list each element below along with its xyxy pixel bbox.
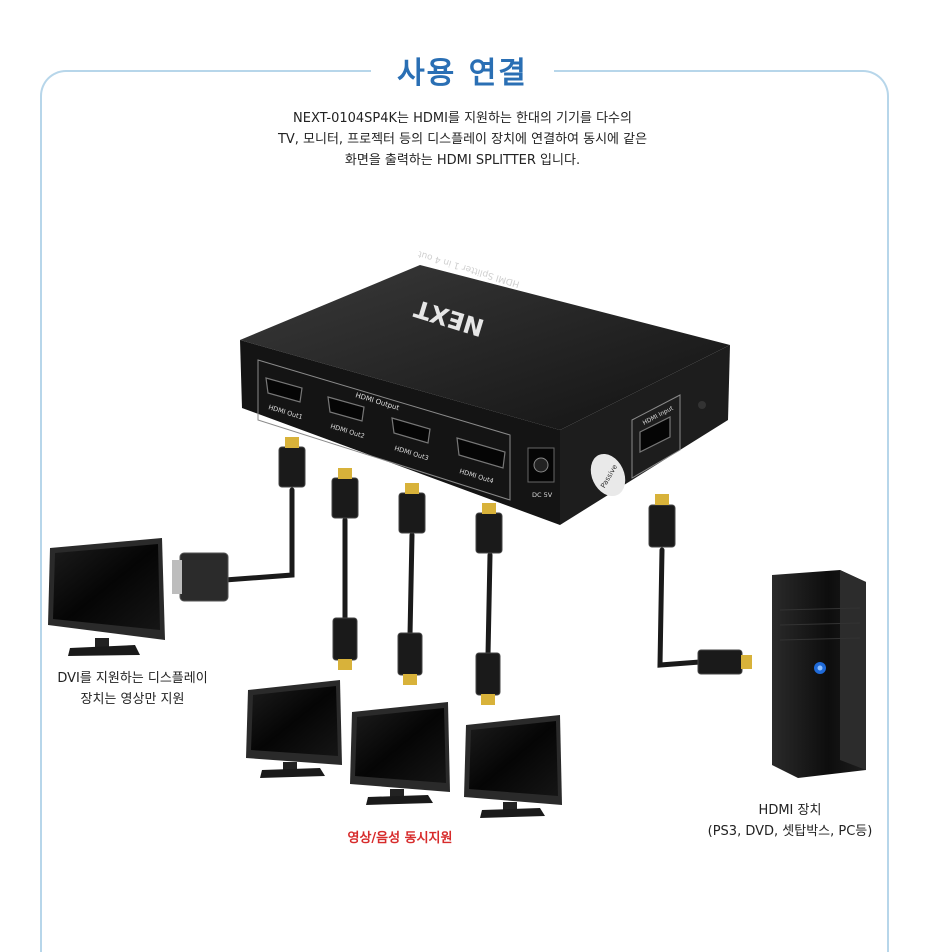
connection-diagram: NEXT HDMI Splitter 1 in 4 out HDMI Outpu… <box>48 248 866 818</box>
hdmi-plugs-lower <box>172 552 752 705</box>
caption-dvi-line-1: DVI를 지원하는 디스플레이 <box>57 671 208 686</box>
output-panel <box>257 359 511 501</box>
dc-label: DC 5V <box>532 491 553 499</box>
monitor-av-3 <box>464 715 562 818</box>
monitor-av-2 <box>350 702 450 805</box>
plug-pc <box>697 649 752 675</box>
cables <box>222 487 703 668</box>
cable-out4 <box>485 552 493 658</box>
dvi-adapter <box>172 552 229 602</box>
plug-input <box>648 494 676 548</box>
caption-dvi: DVI를 지원하는 디스플레이 장치는 영상만 지원 <box>40 668 225 710</box>
caption-source: HDMI 장치 (PS3, DVD, 셋탑박스, PC등) <box>690 800 890 842</box>
splitter-top <box>240 265 730 430</box>
pc-tower <box>772 570 866 778</box>
caption-av: 영상/음성 동시지원 <box>347 831 453 846</box>
caption-dvi-line-2: 장치는 영상만 지원 <box>80 692 185 707</box>
plug-out1 <box>278 437 306 488</box>
description: NEXT-0104SP4K는 HDMI를 지원하는 한대의 기기를 다수의 TV… <box>0 108 925 171</box>
cable-out1 <box>222 487 295 583</box>
description-line-2: TV, 모니터, 프로젝터 등의 디스플레이 장치에 연결하여 동시에 같은 <box>277 132 648 147</box>
plug-out3 <box>398 483 426 534</box>
plug-monitor-2 <box>397 632 423 685</box>
caption-source-line-2: (PS3, DVD, 셋탑박스, PC등) <box>707 824 873 839</box>
hdmi-plugs-upper <box>278 437 676 554</box>
plug-monitor-1 <box>332 617 358 670</box>
monitor-dvi <box>48 538 165 656</box>
description-line-1: NEXT-0104SP4K는 HDMI를 지원하는 한대의 기기를 다수의 <box>293 111 632 126</box>
page-title: 사용 연결 <box>371 48 554 92</box>
plug-out4 <box>475 503 503 554</box>
description-line-3: 화면을 출력하는 HDMI SPLITTER 입니다. <box>344 153 581 168</box>
plug-monitor-3 <box>475 652 501 705</box>
passive-badge: Passive <box>590 453 626 497</box>
power-led <box>698 401 706 409</box>
input-panel <box>631 394 681 479</box>
caption-source-line-1: HDMI 장치 <box>758 803 822 818</box>
hdmi-input-port <box>639 416 671 453</box>
hdmi-splitter: NEXT HDMI Splitter 1 in 4 out HDMI Outpu… <box>240 248 730 525</box>
cable-out3 <box>407 532 415 638</box>
plug-out2 <box>331 468 359 519</box>
cable-input <box>657 547 703 668</box>
title-bar: 사용 연결 <box>0 48 925 92</box>
dc-jack: DC 5V <box>527 447 555 499</box>
monitor-av-1 <box>246 680 342 778</box>
